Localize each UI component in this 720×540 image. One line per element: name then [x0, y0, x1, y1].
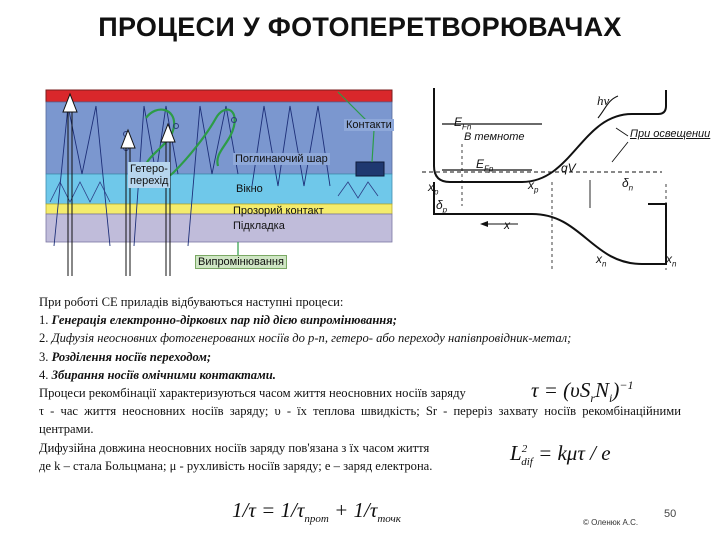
- contact-pad: [355, 161, 385, 177]
- label-xp-prime: xp: [428, 180, 439, 197]
- label-efn: EFn: [454, 115, 472, 132]
- label-qv: qV: [561, 161, 576, 175]
- label-substrate: Підкладка: [233, 220, 285, 232]
- carrier-dot: [173, 123, 179, 129]
- label-window: Вікно: [236, 183, 263, 195]
- substrate-layer: [45, 213, 393, 243]
- contacts-pointer: [337, 91, 369, 123]
- carrier-dot: [231, 117, 237, 123]
- label-delta-n: δn: [622, 176, 634, 193]
- list-item: 3. Розділення носіїв переходом;: [39, 349, 212, 364]
- formula-total-lifetime: 1/τ = 1/τпрот + 1/τточк: [232, 498, 401, 526]
- label-xp: xp: [528, 178, 539, 195]
- label-hv: hν: [597, 93, 610, 108]
- intro-paragraph: При роботі СЕ приладів відбуваються наст…: [39, 295, 344, 309]
- list-item: 2. Дифузія неосновних фотогенерованих но…: [39, 331, 572, 346]
- label-xn: xn: [596, 252, 607, 269]
- formula-tau: τ = (υSrNi)−1: [531, 378, 634, 406]
- label-absorbing-layer: Поглинаючий шар: [233, 153, 330, 165]
- label-delta-p: δp: [436, 198, 448, 215]
- label-xn-prime: xn: [666, 252, 677, 269]
- constants-paragraph: де k – стала Больцмана; μ - рухливість н…: [39, 458, 433, 473]
- label-under-light: При освещении: [630, 128, 711, 140]
- top-contact-layer: [45, 89, 393, 103]
- solar-cell-structure-diagram: [45, 89, 393, 276]
- transparent-contact-layer: [45, 203, 393, 215]
- list-item: 4. Збирання носіїв омічними контактами.: [39, 367, 276, 382]
- conduction-band-edge: [433, 88, 667, 183]
- ray-path: [53, 105, 111, 247]
- photon-arrow: [597, 95, 619, 119]
- recombination-paragraph: Процеси рекомбінації характеризуються ча…: [39, 386, 466, 401]
- contacts-pointer: [371, 129, 375, 163]
- page-title: ПРОЦЕСИ У ФОТОПЕРЕТВОРЮВАЧАХ: [98, 12, 622, 42]
- formula-diffusion-length: L2dif = kμτ / e: [510, 441, 611, 469]
- page-number: 50: [664, 508, 677, 520]
- ray-path: [251, 105, 331, 187]
- label-efp: EFp: [476, 157, 494, 174]
- label-x: x: [504, 218, 510, 232]
- radiation-arrows: [62, 92, 176, 276]
- author-credit: © Оленюк А.С.: [583, 518, 639, 527]
- ray-path: [187, 105, 239, 247]
- label-radiation: Випромінювання: [195, 255, 287, 269]
- body-text: При роботі СЕ приладів відбуваються наст…: [39, 293, 681, 475]
- tau-description: τ - час життя неосновних носіїв заряду; …: [39, 404, 681, 437]
- valence-band-edge: [433, 182, 667, 265]
- window-ray-path: [337, 181, 379, 199]
- list-item: 1. Генерація електронно-діркових пар під…: [39, 313, 397, 328]
- label-contacts: Контакти: [344, 119, 394, 131]
- window-ray-path: [49, 181, 111, 203]
- window-layer: [45, 173, 393, 205]
- diffusion-paragraph: Дифузійна довжина неосновних носіїв заря…: [39, 440, 430, 455]
- label-transparent-contact: Прозорий контакт: [233, 205, 324, 217]
- label-heterojunction: Гетеро- перехід: [128, 162, 171, 188]
- band-diagram: [422, 88, 667, 270]
- label-in-dark: В темноте: [464, 131, 525, 143]
